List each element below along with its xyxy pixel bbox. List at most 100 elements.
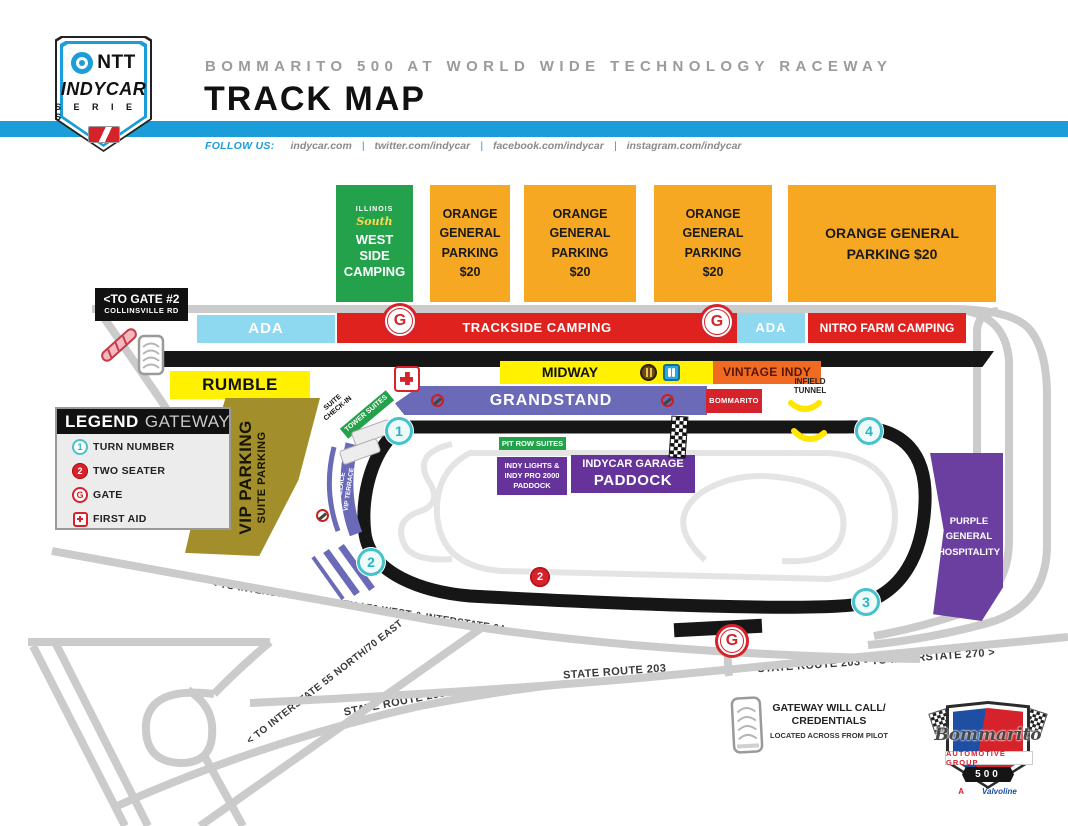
axalta-logo: A [958,787,964,796]
orange-parking-label: ORANGE GENERAL PARKING $20 [825,224,959,262]
hospitality-label: PURPLE GENERAL HOSPITALITY [937,516,1001,558]
turn-2-marker: 2 [357,548,385,576]
orange-parking-zone-3: ORANGE GENERAL PARKING $20 [654,185,772,302]
illinois-south-logo: South [356,215,393,229]
start-finish-line [668,415,689,459]
infield-tunnel-line1: INFIELD [794,377,826,387]
midway-zone: MIDWAY [500,361,713,384]
road-interchange-c [52,642,152,826]
gate-letter: G [393,312,407,329]
food-icon [640,364,657,381]
ada-zone-left: ADA [197,315,335,343]
turn-number: 4 [865,423,873,439]
indycar-flag-icon [87,126,120,143]
infield-tunnel-line2: TUNNEL [793,386,827,395]
no-smoking-icon [661,394,674,407]
orange-parking-label: ORANGE GENERAL PARKING $20 [549,206,611,279]
gate2-sign: <TO GATE #2 COLLINSVILLE RD [95,288,188,321]
lights-paddock-line1: INDY LIGHTS & [504,461,560,471]
legend-label: TURN NUMBER [93,441,175,453]
will-call-line1: GATEWAY WILL CALL/ [772,702,886,714]
midway-label: MIDWAY [541,363,599,380]
will-call-line3: LOCATED ACROSS FROM PILOT [770,731,888,741]
grandstand-zone: GRANDSTAND [395,386,707,415]
restroom-icon [663,364,680,381]
gate-marker: G [715,624,749,658]
legend-header: LEGEND GATEWAY [57,409,231,434]
terrace-stripe-2 [338,543,375,592]
gate2-line1: <TO GATE #2 [103,292,180,307]
indycar-series-logo: NTT INDYCAR S E R I E S [55,36,152,152]
automotive-group-label: AUTOMOTIVE GROUP [945,749,1033,767]
event-title: BOMMARITO 500 AT WORLD WIDE TECHNOLOGY R… [205,58,893,75]
ada-zone-right: ADA [737,313,805,343]
turn-number: 1 [395,423,403,439]
turn-4-marker: 4 [855,417,883,445]
two-seater-icon: 2 [72,463,88,479]
garage-paddock-line2: PADDOCK [593,471,673,489]
vintage-indy-zone: VINTAGE INDY [713,361,821,384]
first-aid-icon [72,511,88,527]
grandstand-booth-icon [137,334,165,376]
ntt-swirl-icon [71,52,94,74]
bommarito-stand-zone: BOMMARITO [706,389,762,413]
two-seater-marker: 2 [530,567,550,587]
lights-paddock-line3: PADDOCK [513,480,551,490]
ghost-road-course-ring [433,450,898,582]
separator: | [613,140,617,152]
turn-1-marker: 1 [385,417,413,445]
first-aid-icon [394,366,420,392]
legend-item-gate: G GATE [67,484,229,506]
legend-label: GATE [93,489,123,501]
west-side-camping-label: WEST SIDE CAMPING [343,231,406,280]
logo-series: S E R I E S [55,102,138,122]
road-loop-approach [211,638,273,697]
link-twitter[interactable]: twitter.com/indycar [374,140,471,152]
legend-title: LEGEND [65,411,139,431]
ghost-road-course-loop [680,472,847,565]
infield-tunnel-label: INFIELD TUNNEL [784,376,836,398]
will-call-label: GATEWAY WILL CALL/ CREDENTIALS LOCATED A… [770,702,888,741]
no-smoking-icon [316,509,329,522]
terrace-stripe-1 [323,548,360,597]
rumble-zone: RUMBLE [170,371,310,399]
logo-ntt: NTT [97,52,136,73]
nitro-farm-camping-zone: NITRO FARM CAMPING [808,313,966,343]
gate-marker: G [699,304,735,340]
two-seater-number: 2 [536,571,544,583]
turn-number-icon: 1 [72,439,88,455]
gate-letter: G [725,632,739,649]
indy-lights-paddock-zone: INDY LIGHTS & INDY PRO 2000 PADDOCK [497,457,567,495]
header-divider-bar [0,121,1068,137]
road-loop [141,686,217,767]
link-indycar-com[interactable]: indycar.com [290,140,352,152]
legend-panel: LEGEND GATEWAY 1 TURN NUMBER 2 TWO SEATE… [55,407,231,530]
tunnel-arc-upper [788,400,822,412]
terrace-stripe-3 [311,555,345,601]
bommarito-500-logo: Bommarito AUTOMOTIVE GROUP 500 A Valvoli… [925,695,1050,807]
separator: | [480,140,483,152]
terrace-arc-thin [326,446,341,532]
pit-row-suites-zone: PIT ROW SUITES [499,437,566,450]
turn-number: 3 [862,594,870,610]
orange-parking-zone-1: ORANGE GENERAL PARKING $20 [430,185,510,302]
separator: | [361,140,365,152]
gate-icon: G [72,487,88,503]
link-facebook[interactable]: facebook.com/indycar [492,140,604,152]
page-title: TRACK MAP [204,80,426,118]
badge-500: 500 [962,767,1014,782]
tunnel-arc-lower [791,428,827,442]
road-right-stub [973,307,999,454]
legend-item-turn-number: 1 TURN NUMBER [67,436,229,458]
gate-glyph: G [76,490,84,500]
gate-marker: G [382,303,418,339]
two-seater-glyph: 2 [77,466,83,476]
follow-us-label: FOLLOW US: [205,140,275,152]
link-instagram[interactable]: instagram.com/indycar [626,140,742,152]
legend-label: TWO SEATER [93,465,166,477]
gate-letter: G [710,313,724,330]
legend-subtitle: GATEWAY [144,411,231,431]
no-smoking-icon [431,394,444,407]
turn-3-marker: 3 [852,588,880,616]
